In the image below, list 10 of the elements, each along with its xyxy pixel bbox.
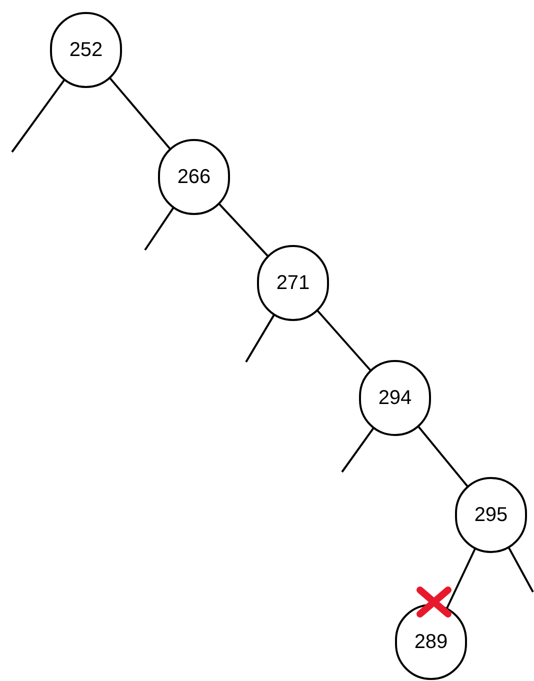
tree-edge bbox=[508, 547, 534, 592]
tree-edge bbox=[341, 428, 374, 473]
tree-edge bbox=[446, 548, 476, 608]
tree-edge bbox=[109, 78, 171, 150]
tree-edge bbox=[245, 314, 275, 363]
tree-edge bbox=[144, 207, 174, 251]
tree-edge bbox=[418, 426, 468, 487]
tree-edge bbox=[218, 203, 268, 257]
tree-edge bbox=[316, 310, 372, 371]
tree-edge bbox=[11, 80, 65, 153]
